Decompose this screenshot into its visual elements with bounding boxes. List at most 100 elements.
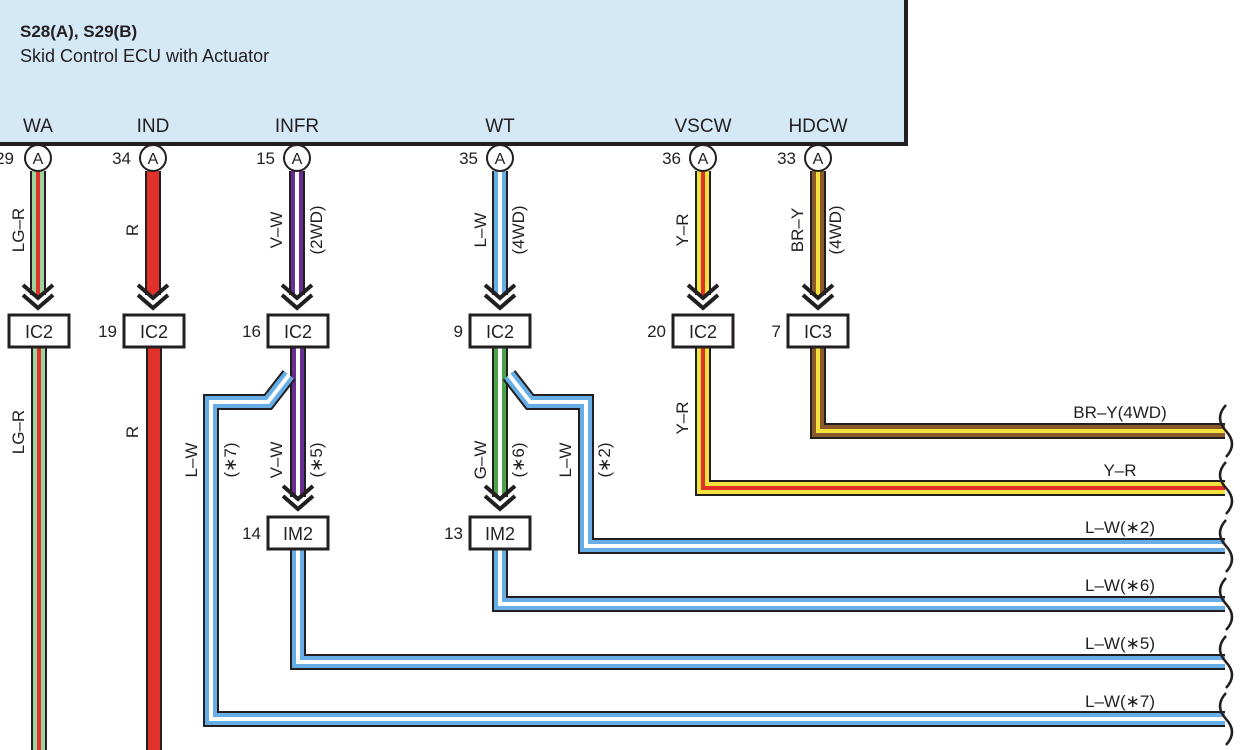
ecu-id: S28(A), S29(B) — [20, 22, 137, 41]
break-mark — [1218, 635, 1234, 689]
arrow-infr — [280, 283, 314, 311]
connector-letter: A — [292, 151, 303, 168]
connector-code: IC2 — [486, 322, 514, 342]
connector-code: IC3 — [804, 322, 832, 342]
pin-number: 36 — [662, 149, 681, 168]
arrow-infr-lower — [281, 484, 315, 512]
upper-connectors: IC2 19 IC2 16 IC2 9 IC2 20 IC2 7 IC3 — [7, 313, 850, 349]
right-label-lw7: L–W(∗7) — [1085, 692, 1155, 711]
connector-ic2-wa: IC2 — [7, 313, 71, 349]
break-mark — [1218, 519, 1234, 573]
terminal-pins: 29 A 34 A 15 A 35 A 36 A 33 A — [0, 144, 832, 172]
connector-code: IM2 — [283, 524, 313, 544]
wire-label-wt-bottom: G–W — [471, 441, 490, 480]
wire-branch2-stripe — [507, 373, 1225, 548]
right-label-yr: Y–R — [1103, 461, 1136, 480]
break-mark — [1218, 404, 1234, 458]
break-mark — [1218, 692, 1234, 746]
right-label-lw6: L–W(∗6) — [1085, 576, 1155, 595]
connector-code: IC2 — [25, 322, 53, 342]
pin-wt: 35 A — [459, 144, 514, 172]
wire-note-wt-top: (4WD) — [509, 205, 528, 254]
pin-number: 34 — [112, 149, 131, 168]
connector-code: IC2 — [140, 322, 168, 342]
wire-note-infr-bottom: (∗5) — [307, 442, 326, 477]
wire-branch7-stripe — [209, 373, 1225, 721]
connector-ic2-wt: 9 IC2 — [454, 313, 532, 349]
ecu-box: S28(A), S29(B) Skid Control ECU with Act… — [0, 0, 908, 146]
break-mark — [1218, 461, 1234, 515]
connector-ic3-hdcw: 7 IC3 — [772, 313, 850, 349]
terminal-wa: WA — [23, 116, 53, 137]
lower-connectors: 14 IM2 13 IM2 — [242, 515, 532, 551]
connector-letter: A — [148, 151, 159, 168]
arrow-wa — [21, 283, 55, 311]
pin-number: 29 — [0, 149, 14, 168]
pin-number: 19 — [98, 322, 117, 341]
pin-number: 9 — [454, 322, 463, 341]
wire-hdcw-bottom-stripe — [816, 347, 1225, 433]
right-label-lw5: L–W(∗5) — [1085, 634, 1155, 653]
pin-infr: 15 A — [256, 144, 311, 172]
wire-label-branch7: L–W — [182, 443, 201, 478]
pin-number: 33 — [777, 149, 796, 168]
wire-lw5-stripe — [296, 549, 1225, 664]
connector-im2-13: 13 IM2 — [444, 515, 532, 551]
wire-label-infr-top: V–W — [267, 212, 286, 249]
connector-letter: A — [495, 151, 506, 168]
pin-number: 15 — [256, 149, 275, 168]
right-label-lw2: L–W(∗2) — [1085, 518, 1155, 537]
pin-hdcw: 33 A — [777, 144, 832, 172]
connector-ic2-infr: 16 IC2 — [242, 313, 330, 349]
pin-vscw: 36 A — [662, 144, 717, 172]
connector-letter: A — [813, 151, 824, 168]
break-mark — [1218, 577, 1234, 631]
wire-label-vscw-top: Y–R — [673, 213, 692, 246]
arrows — [21, 283, 835, 512]
arrow-wt-lower — [483, 484, 517, 512]
wire-label-wt-top: L–W — [471, 213, 490, 248]
wire-label-vscw-bottom: Y–R — [673, 401, 692, 434]
pin-number: 16 — [242, 322, 261, 341]
arrow-hdcw — [801, 283, 835, 311]
wire-label-wa-top: LG–R — [9, 208, 28, 252]
wire-lw6-stripe — [498, 549, 1225, 606]
pin-number: 13 — [444, 524, 463, 543]
connector-letter: A — [698, 151, 709, 168]
pin-ind: 34 A — [112, 144, 167, 172]
wire-note-infr-top: (2WD) — [307, 205, 326, 254]
pin-wa: 29 A — [0, 144, 52, 172]
wire-note-branch2: (∗2) — [595, 442, 614, 477]
pin-number: 35 — [459, 149, 478, 168]
connector-ic2-vscw: 20 IC2 — [647, 313, 735, 349]
connector-code: IC2 — [284, 322, 312, 342]
wire-note-hdcw-top: (4WD) — [826, 205, 845, 254]
connector-ic2-ind: 19 IC2 — [98, 313, 186, 349]
wire-label-wa-bottom: LG–R — [9, 410, 28, 454]
connector-code: IC2 — [689, 322, 717, 342]
terminal-vscw: VSCW — [675, 116, 732, 137]
pin-number: 20 — [647, 322, 666, 341]
connector-letter: A — [33, 151, 44, 168]
terminal-wt: WT — [485, 116, 515, 137]
wire-label-infr-bottom: V–W — [267, 442, 286, 479]
arrow-wt — [483, 283, 517, 311]
connector-im2-14: 14 IM2 — [242, 515, 330, 551]
right-wire-labels: BR–Y(4WD) Y–R L–W(∗2) L–W(∗6) L–W(∗5) L–… — [1073, 403, 1167, 711]
wire-label-ind-bottom: R — [123, 426, 142, 438]
arrow-vscw — [686, 283, 720, 311]
vertical-wire-labels: LG–R LG–R R R V–W (2WD) V–W (∗5) L–W (4W… — [9, 205, 845, 479]
wire-label-branch2: L–W — [556, 443, 575, 478]
wire-break-marks — [1218, 404, 1234, 746]
terminal-hdcw: HDCW — [788, 116, 847, 137]
pin-number: 7 — [772, 322, 781, 341]
connector-code: IM2 — [485, 524, 515, 544]
right-label-bry: BR–Y(4WD) — [1073, 403, 1167, 422]
terminal-infr: INFR — [275, 116, 319, 137]
arrow-ind — [136, 283, 170, 311]
wire-label-hdcw-top: BR–Y — [788, 208, 807, 252]
terminal-ind: IND — [137, 116, 170, 137]
wire-note-wt-bottom: (∗6) — [509, 442, 528, 477]
ecu-name: Skid Control ECU with Actuator — [20, 46, 269, 66]
